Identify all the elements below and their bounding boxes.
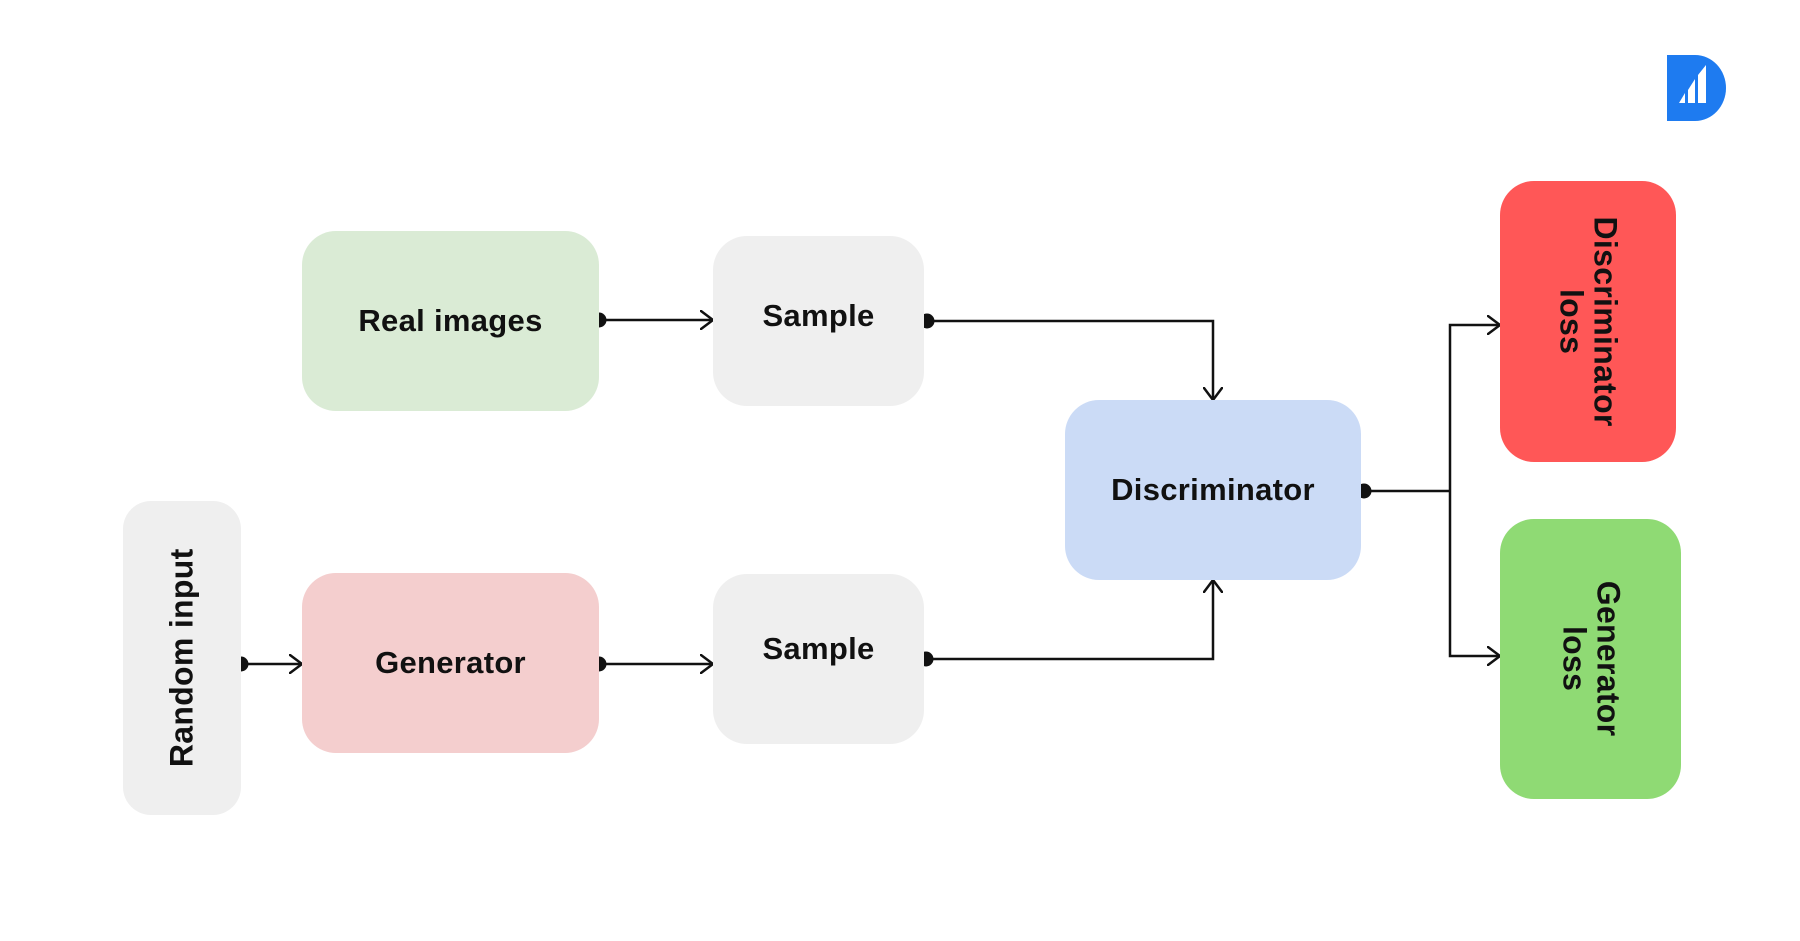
generator-label: Generator	[375, 644, 526, 680]
edge-sample-bottom-to-discriminator	[926, 580, 1213, 661]
generator-node: Generator	[302, 573, 599, 753]
sample-generated-label: Sample	[762, 630, 875, 666]
logo-shape	[1667, 55, 1726, 121]
edge-sample-top-to-discriminator	[927, 319, 1213, 400]
sample-generated-node: Sample	[713, 574, 924, 744]
random-input-node: Random input	[123, 501, 241, 815]
real-images-label: Real images	[358, 302, 543, 338]
sample-real-label: Sample	[762, 297, 875, 333]
bar-chart-logo-icon	[1667, 55, 1726, 121]
sample-real-node: Sample	[713, 236, 924, 406]
real-images-node: Real images	[302, 231, 599, 411]
edge-discriminator-to-disc-loss	[1448, 325, 1500, 491]
discriminator-label: Discriminator	[1111, 471, 1315, 507]
random-input-label: Random input	[163, 548, 200, 768]
discriminator-node: Discriminator	[1065, 400, 1361, 580]
discriminator-loss-node: Discriminator loss	[1500, 181, 1676, 462]
discriminator-loss-label: Discriminator loss	[1554, 216, 1624, 427]
edge-discriminator-to-gen-loss	[1448, 491, 1500, 656]
generator-loss-node: Generator loss	[1500, 519, 1681, 799]
generator-loss-label: Generator loss	[1556, 581, 1627, 737]
logo-bars	[1679, 65, 1706, 103]
